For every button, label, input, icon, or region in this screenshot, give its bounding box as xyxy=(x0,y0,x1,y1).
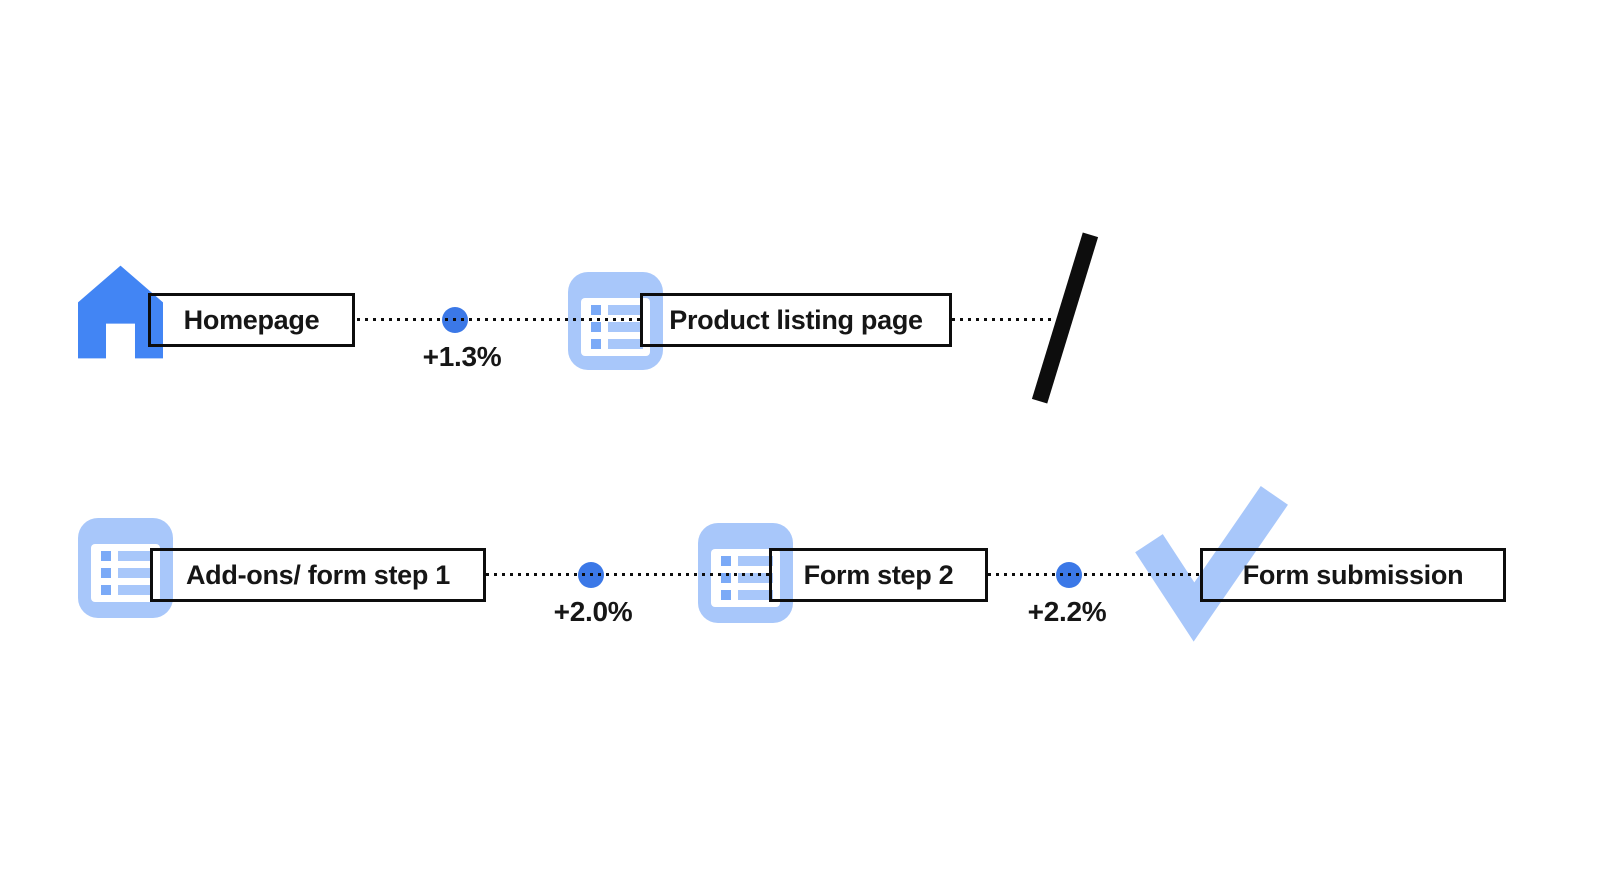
step-box-product-listing: Product listing page xyxy=(640,293,952,347)
step-box-form-submission: Form submission xyxy=(1200,548,1506,602)
step-box-homepage: Homepage xyxy=(148,293,355,347)
list-icon-sheet xyxy=(91,544,160,602)
home-icon xyxy=(78,265,163,359)
step-box-addons: Add-ons/ form step 1 xyxy=(150,548,486,602)
uplift-label: +1.3% xyxy=(422,341,502,372)
step-label-form-step-2: Form step 2 xyxy=(803,559,954,590)
connector-line xyxy=(357,318,640,321)
step-label-homepage: Homepage xyxy=(183,304,320,335)
connector-line xyxy=(952,318,1054,321)
connector-line xyxy=(988,573,1200,576)
list-icon-sheet xyxy=(581,298,650,356)
connector-line xyxy=(486,573,769,576)
uplift-label: +2.2% xyxy=(1027,596,1107,627)
step-label-form-submission: Form submission xyxy=(1242,559,1464,590)
step-label-addons: Add-ons/ form step 1 xyxy=(185,559,450,590)
step-label-product-listing: Product listing page xyxy=(669,304,923,335)
list-icon xyxy=(568,272,663,370)
list-icon-sheet xyxy=(711,549,780,607)
uplift-label: +2.0% xyxy=(553,596,633,627)
step-box-form-step-2: Form step 2 xyxy=(769,548,988,602)
